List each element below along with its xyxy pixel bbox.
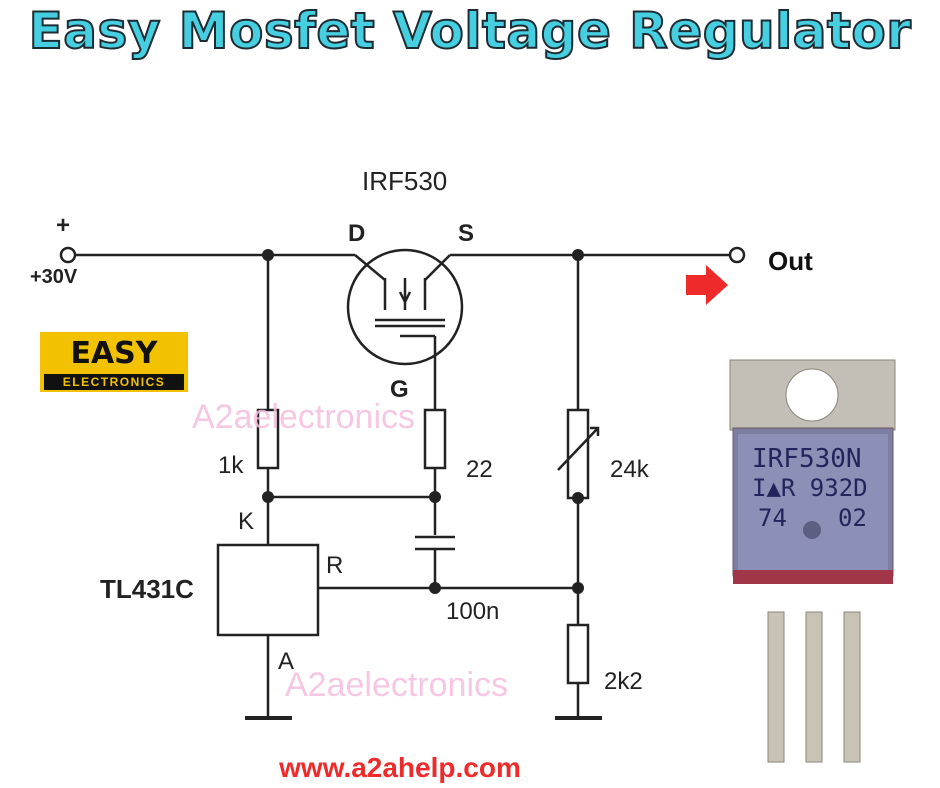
output-arrow-icon (686, 265, 728, 305)
drain-label: D (348, 220, 366, 247)
r2-label: 22 (466, 456, 493, 483)
mosfet-symbol (346, 248, 464, 366)
plus-label: + (56, 212, 71, 239)
website-url: www.a2ahelp.com (279, 752, 521, 783)
tl431-box (216, 543, 320, 637)
k-pin-label: K (238, 508, 255, 535)
r1-label: 1k (218, 452, 244, 479)
chip-text-line2: I▲R 932D (752, 474, 868, 502)
pot-24k (566, 408, 590, 500)
easy-electronics-logo: EASY ELECTRONICS (40, 332, 188, 392)
mosfet-label: IRF530 (362, 166, 448, 196)
cap-label: 100n (446, 598, 500, 625)
watermark-2: A2aelectronics (285, 666, 509, 704)
ic-label: TL431C (100, 574, 194, 604)
chip-text-line1: IRF530N (752, 444, 862, 474)
logo-line2: ELECTRONICS (44, 374, 184, 390)
logo-line1: EASY (70, 336, 158, 371)
watermark-1: A2aelectronics (192, 398, 416, 436)
out-label: Out (768, 246, 813, 276)
r-pin-label: R (326, 552, 344, 579)
r3-label: 2k2 (604, 668, 643, 695)
page-title: Easy Mosfet Voltage Regulator (28, 1, 912, 61)
resistor-22 (423, 408, 447, 470)
input-terminal (59, 246, 77, 264)
source-label: S (458, 220, 475, 247)
supply-voltage-label: +30V (30, 266, 78, 288)
output-terminal (728, 246, 746, 264)
chip-text-line4: 02 (838, 504, 867, 532)
gate-label: G (390, 376, 409, 403)
pot-label: 24k (610, 456, 649, 483)
irf530-photo (729, 359, 896, 763)
resistor-2k2 (566, 623, 590, 685)
a-pin-label: A (278, 648, 295, 675)
chip-text-line3: 74 (758, 504, 787, 532)
